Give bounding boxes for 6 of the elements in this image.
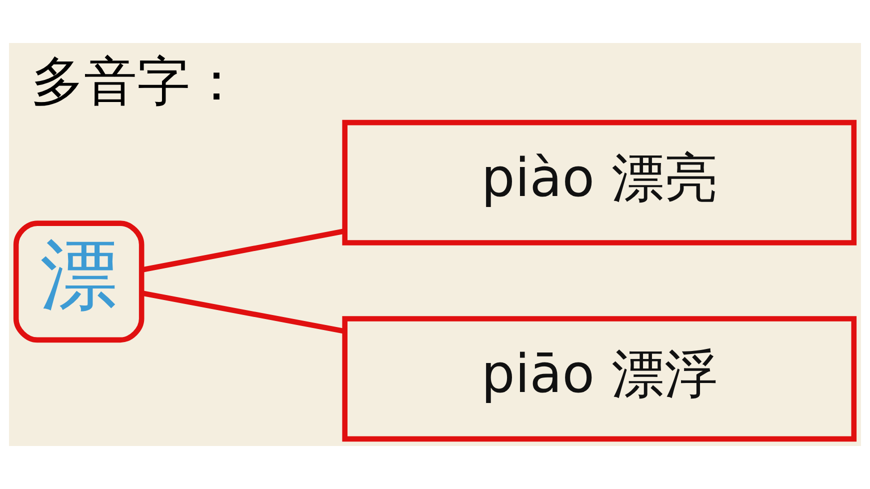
node-box: piào 漂亮 bbox=[342, 120, 857, 246]
node-box: piāo 漂浮 bbox=[342, 316, 857, 442]
connector bbox=[141, 290, 345, 334]
connector bbox=[141, 228, 346, 272]
node-box: 漂 bbox=[13, 220, 144, 343]
diagram-title: 多音字： bbox=[31, 50, 244, 113]
